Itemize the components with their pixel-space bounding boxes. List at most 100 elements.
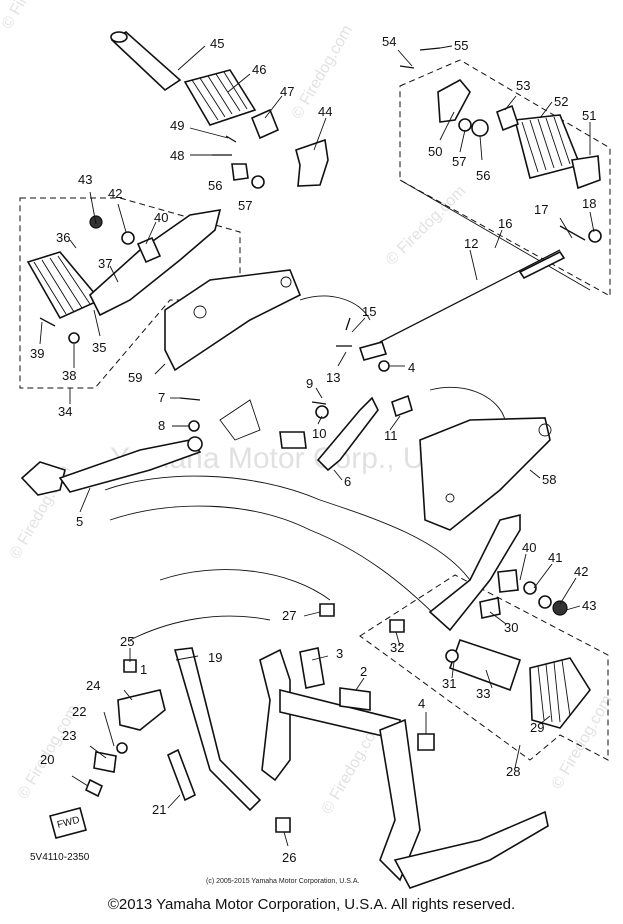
part-20-bolt	[84, 778, 104, 798]
part-35-footrest-rubber-left	[26, 251, 102, 320]
part-8-washer	[188, 420, 200, 432]
callout-37: 37	[98, 256, 112, 271]
callout-7: 7	[158, 390, 165, 405]
callout-57-top: 57	[238, 198, 252, 213]
part-59-plate	[164, 269, 302, 372]
callout-26: 26	[282, 850, 296, 865]
part-10-washer	[315, 405, 329, 419]
callout-31: 31	[442, 676, 456, 691]
part-14-joint	[358, 341, 388, 361]
part-59-bracket-left	[89, 209, 222, 317]
part-55-pin	[419, 47, 441, 51]
fwd-tag	[49, 807, 87, 839]
callout-9: 9	[306, 376, 313, 391]
part-5-brake-pedal	[20, 436, 203, 496]
part-16-spring	[518, 250, 566, 280]
guide-line-right	[399, 179, 591, 291]
dashed-group-34	[19, 197, 241, 389]
callout-40-left: 40	[154, 210, 168, 225]
part-39-bolt-left	[39, 317, 56, 327]
callout-51: 51	[582, 108, 596, 123]
part-23-switch	[93, 751, 117, 773]
part-57-washer-top	[251, 175, 265, 189]
part-50-bracket-right	[437, 78, 471, 123]
callout-15: 15	[362, 304, 376, 319]
callout-4: 4	[408, 360, 415, 375]
part-40-collar-low	[497, 569, 519, 593]
part-21-spring	[166, 748, 197, 802]
part-58-plate	[419, 417, 551, 531]
callout-23: 23	[62, 728, 76, 743]
callout-13: 13	[326, 370, 340, 385]
callout-44: 44	[318, 104, 332, 119]
callout-12: 12	[464, 236, 478, 251]
part-26-cap	[275, 817, 291, 833]
part-4-nut-low	[417, 733, 435, 751]
callout-1: 1	[140, 662, 147, 677]
part-footpeg-arm-low	[428, 513, 521, 632]
callout-11: 11	[384, 428, 398, 443]
callout-56-right: 56	[476, 168, 490, 183]
callout-4-low: 4	[418, 696, 425, 711]
part-32-pin	[389, 619, 405, 633]
part-6b-collar	[279, 431, 307, 449]
callout-48: 48	[170, 148, 184, 163]
callout-19: 19	[208, 650, 222, 665]
part-45-rod	[110, 31, 182, 92]
part-47-plate	[250, 108, 280, 140]
callout-16: 16	[498, 216, 512, 231]
part-42-washer-left	[121, 231, 135, 245]
callout-49: 49	[170, 118, 184, 133]
callout-25: 25	[120, 634, 134, 649]
callout-34: 34	[58, 404, 72, 419]
callout-43-left: 43	[78, 172, 92, 187]
callout-10: 10	[312, 426, 326, 441]
callout-27: 27	[282, 608, 296, 623]
part-56-cap-right	[471, 119, 489, 137]
part-27-cap	[319, 603, 335, 617]
callout-2: 2	[360, 664, 367, 679]
dashed-group-28	[359, 574, 609, 761]
callout-6: 6	[344, 474, 351, 489]
callout-40-low: 40	[522, 540, 536, 555]
part-15-cotter	[345, 317, 351, 331]
callout-3: 3	[336, 646, 343, 661]
part-4-washer	[378, 360, 390, 372]
part-57-washer-right	[458, 118, 472, 132]
part-28-centerstand	[259, 648, 549, 889]
callout-21: 21	[152, 802, 166, 817]
dashed-group-right-footrest	[399, 59, 611, 297]
part-41-washer	[523, 581, 537, 595]
frame-outline	[104, 295, 506, 641]
part-44-bracket	[295, 138, 329, 187]
part-53-plate-right	[496, 104, 519, 132]
part-42-washer-low	[538, 595, 552, 609]
callout-18: 18	[582, 196, 596, 211]
part-11-spring	[391, 394, 413, 418]
callout-36: 36	[56, 230, 70, 245]
callout-33: 33	[476, 686, 490, 701]
copyright-footer: ©2013 Yamaha Motor Corporation, U.S.A. A…	[107, 896, 516, 913]
part-7-bolt	[179, 397, 201, 401]
callout-28: 28	[506, 764, 520, 779]
callout-45: 45	[210, 36, 224, 51]
part-31-nut	[445, 649, 459, 663]
diagram-code: 5V4110-2350	[30, 852, 90, 863]
callout-43-low: 43	[582, 598, 596, 613]
callout-46: 46	[252, 62, 266, 77]
part-38-nut-left	[68, 332, 80, 344]
callout-29: 29	[530, 720, 544, 735]
part-25-bolt	[123, 659, 137, 673]
fwd-tag-label: FWD	[56, 815, 81, 831]
callout-42-low: 42	[574, 564, 588, 579]
part-54-bolt	[399, 65, 415, 69]
callout-50: 50	[428, 144, 442, 159]
callout-54: 54	[382, 34, 396, 49]
callout-30: 30	[504, 620, 518, 635]
part-24-bracket	[117, 689, 166, 731]
callout-35: 35	[92, 340, 106, 355]
part-30-spring	[479, 597, 501, 619]
callout-24: 24	[86, 678, 100, 693]
part-2-pin	[339, 687, 371, 711]
